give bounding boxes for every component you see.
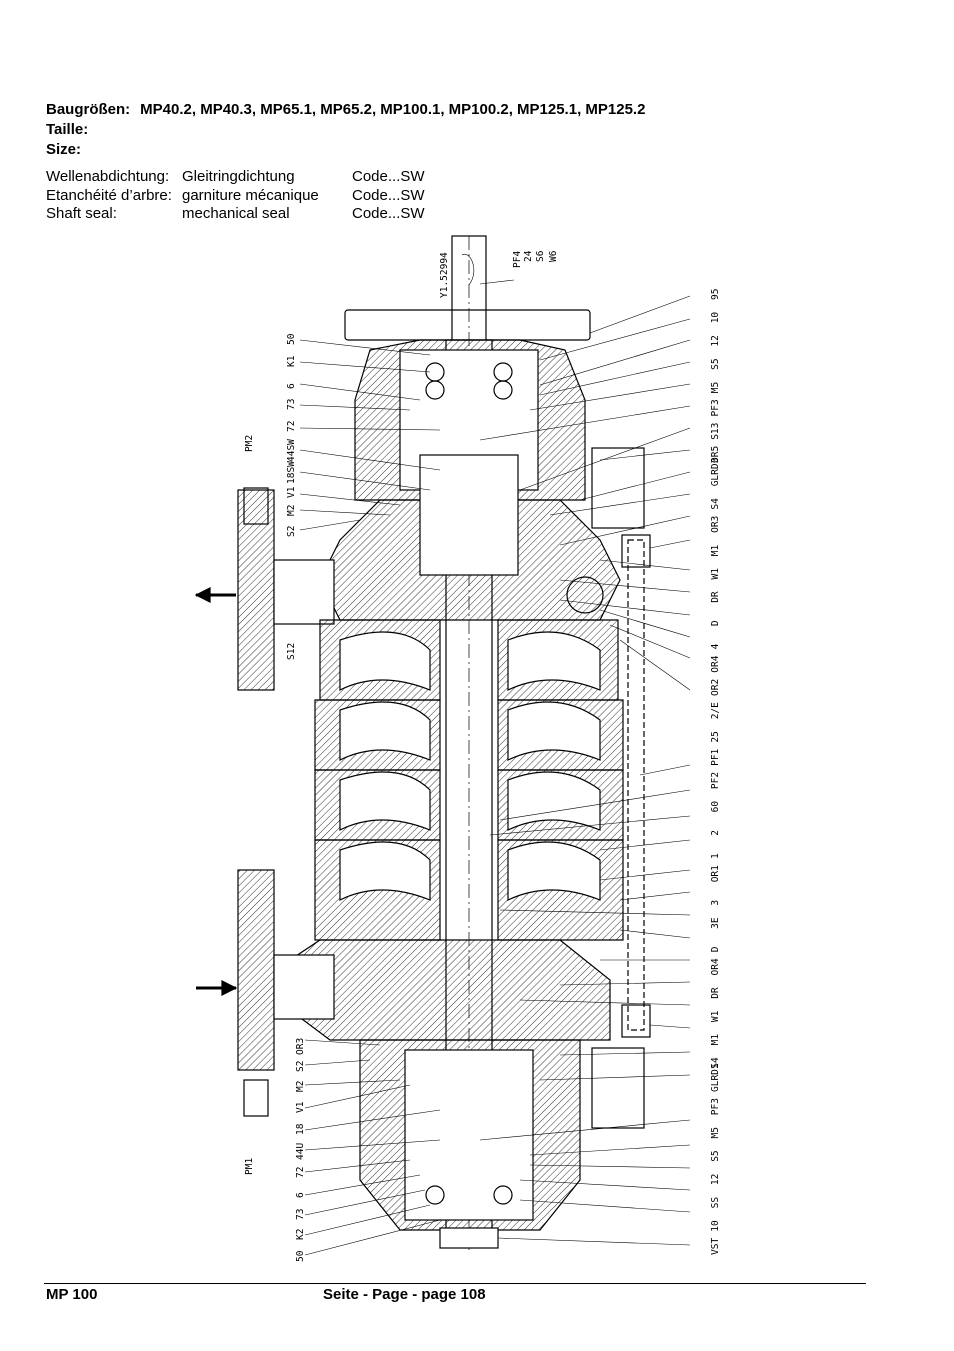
part-label: SS [710, 1197, 721, 1209]
part-label: M5 [710, 1127, 721, 1138]
part-label: S4 [710, 498, 721, 510]
seal-row: Shaft seal: mechanical seal Code...SW [46, 205, 425, 224]
part-label: PF3 [710, 399, 721, 416]
part-label: D [710, 620, 721, 626]
seal-code: Code...SW [352, 168, 425, 185]
seal-label: Wellenabdichtung: [46, 168, 170, 185]
part-label: K2 [295, 1229, 306, 1240]
part-label: 3 [710, 900, 721, 906]
right-labels: 951012S5M5PF3S13OR5GLRD3S4OR3M1W1DRD4OR4… [710, 289, 721, 1255]
part-label: GLRD1 [710, 1063, 721, 1092]
part-label: 6 [295, 1192, 306, 1198]
part-label: OR5 [710, 446, 721, 463]
part-label: V1 [295, 1101, 306, 1113]
part-label: W6 [548, 250, 559, 262]
part-label: S4 [710, 1057, 721, 1069]
part-label: 18SW [286, 461, 297, 484]
part-label: 18 [295, 1123, 306, 1135]
part-label: K1 [286, 355, 297, 367]
s12-label: S12 [286, 643, 297, 660]
part-label: M5 [710, 382, 721, 393]
part-label: 3E [710, 917, 721, 929]
left-labels-bottom: OR3 S2 M2 V1 18 44U 72 6 73 K2 50 PM1 [244, 1038, 306, 1262]
part-label: 24 [523, 250, 534, 262]
size-label-en: Size: [46, 141, 82, 158]
seal-label: Shaft seal: [46, 205, 117, 222]
part-label: 10 [710, 312, 721, 324]
seal-row: Etanchéité d’arbre: garniture mécanique … [46, 187, 425, 206]
part-label: 4 [710, 643, 721, 649]
pm-label-bottom: PM1 [244, 1158, 255, 1175]
part-label: M2 [286, 505, 297, 516]
part-label: 2/E [710, 702, 721, 719]
part-label: 72 [295, 1167, 306, 1178]
part-label: S5 [710, 358, 721, 369]
part-label: PF2 [710, 772, 721, 789]
part-label: OR3 [710, 516, 721, 533]
part-label: OR3 [295, 1038, 306, 1055]
part-label: 44U [295, 1143, 306, 1160]
part-label: 50 [295, 1250, 306, 1262]
seal-type: Gleitringdichtung [182, 168, 295, 185]
part-label: 6 [286, 383, 297, 389]
part-label: W1 [710, 568, 721, 580]
footer-model: MP 100 [46, 1286, 98, 1303]
part-label: PF1 [710, 748, 721, 765]
part-label: 73 [295, 1209, 306, 1220]
left-labels: 50 K1 6 73 72 44SW 18SW V1 M2 S2 PM2 S12 [244, 333, 297, 660]
part-label: S2 [286, 526, 297, 537]
footer-page-number: Seite - Page - page 108 [323, 1286, 486, 1303]
part-label: 12 [710, 335, 721, 346]
part-label: 10 [710, 1220, 721, 1232]
part-label: OR1 [710, 865, 721, 882]
size-header: Baugrößen: MP40.2, MP40.3, MP65.1, MP65.2… [46, 100, 645, 160]
part-label: 1 [710, 853, 721, 859]
seal-code: Code...SW [352, 205, 425, 222]
size-list: MP40.2, MP40.3, MP65.1, MP65.2, MP100.1,… [140, 101, 646, 118]
part-label: 44SW [286, 439, 297, 462]
size-label-de: Baugrößen: [46, 101, 131, 118]
part-label: VST [710, 1238, 721, 1255]
drawing-number: Y1.52994 [439, 252, 450, 298]
part-label: S5 [710, 1150, 721, 1161]
part-label: DR [710, 987, 721, 999]
part-label: 60 [710, 801, 721, 813]
part-label: OR4 [710, 958, 721, 975]
seal-type: mechanical seal [182, 205, 290, 222]
footer-rule [44, 1283, 866, 1284]
part-label: M2 [295, 1081, 306, 1092]
part-label: DR [710, 591, 721, 603]
seal-type: garniture mécanique [182, 186, 319, 204]
pm-label-top: PM2 [244, 435, 255, 452]
shaft-seal-table: Wellenabdichtung: Gleitringdichtung Code… [46, 168, 425, 224]
top-labels: PF4 24 S6 W6 [512, 250, 559, 268]
part-label: 2 [710, 830, 721, 836]
part-label: M1 [710, 1034, 721, 1046]
part-label: PF3 [710, 1098, 721, 1115]
part-label: S13 [710, 423, 721, 440]
part-label: 73 [286, 399, 297, 410]
part-label: OR2 [710, 679, 721, 696]
part-label: 50 [286, 333, 297, 345]
part-label: M1 [710, 544, 721, 556]
part-label: GLRD3 [710, 458, 721, 487]
part-label: 95 [710, 289, 721, 300]
seal-label: Etanchéité d’arbre: [46, 186, 172, 204]
part-label: V1 [286, 486, 297, 498]
part-label: 72 [286, 421, 297, 432]
seal-row: Wellenabdichtung: Gleitringdichtung Code… [46, 168, 425, 187]
part-label: D [710, 946, 721, 952]
seal-code: Code...SW [352, 186, 425, 204]
part-label: 25 [710, 731, 721, 742]
part-label: OR4 [710, 655, 721, 672]
part-label: 12 [710, 1174, 721, 1185]
part-label: S6 [535, 250, 546, 262]
part-label: W1 [710, 1010, 721, 1022]
size-label-fr: Taille: [46, 121, 89, 138]
part-label: PF4 [512, 251, 523, 268]
part-label: S2 [295, 1061, 306, 1072]
